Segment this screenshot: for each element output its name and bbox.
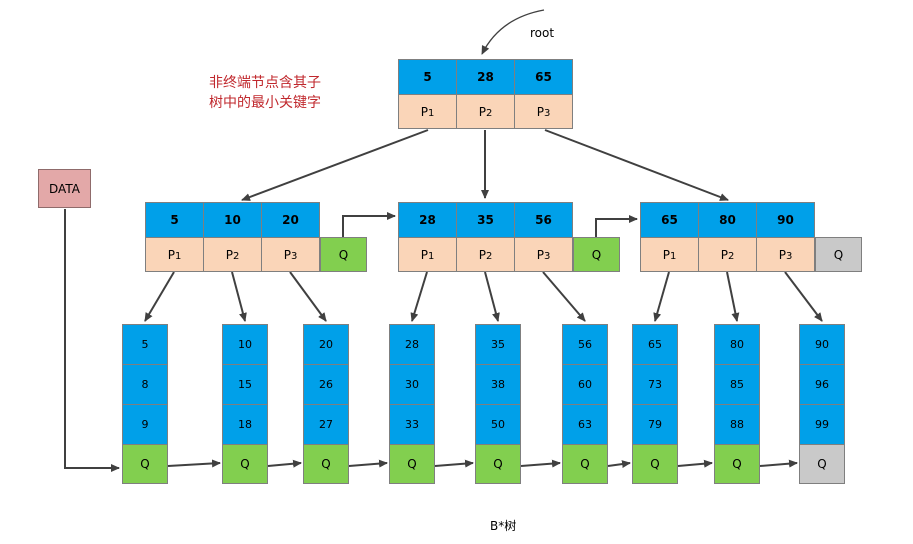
leaf-key-cell: 88 [714,404,760,445]
leaf-link-cell: Q [562,444,608,484]
pointer-to-leaf-arrow [542,271,586,322]
pointer-to-leaf-arrow [484,271,500,322]
root-to-child-arrow [544,129,729,201]
pointer-to-leaf-arrow [144,271,175,322]
internal-key-cell: 35 [456,202,515,238]
internal-key-cell: 10 [203,202,262,238]
leaf-link-cell: Q [122,444,168,484]
leaf-link-cell: Q [475,444,521,484]
pointer-to-leaf-arrow [231,271,247,322]
internal-key-cell: 90 [756,202,815,238]
leaf-key-cell: 28 [389,324,435,365]
root-pointer-arrow [481,9,545,55]
leaf-link-cell: Q [303,444,349,484]
leaf-key-cell: 65 [632,324,678,365]
leaf-key-cell: 26 [303,364,349,405]
leaf-key-cell: 30 [389,364,435,405]
internal-key-cell: 20 [261,202,320,238]
annotation-note: 非终端节点含其子 树中的最小关键字 [190,73,340,113]
leaf-chain-arrow [348,459,388,468]
pointer-to-leaf-arrow [784,271,823,322]
leaf-chain-arrow [434,459,474,468]
leaf-link-cell: Q [799,444,845,484]
leaf-key-cell: 33 [389,404,435,445]
leaf-key-cell: 9 [122,404,168,445]
leaf-key-cell: 27 [303,404,349,445]
diagram-caption: B*树 [490,519,517,533]
leaf-chain-arrow [267,459,302,468]
leaf-link-cell: Q [632,444,678,484]
leaf-key-cell: 79 [632,404,678,445]
leaf-key-cell: 15 [222,364,268,405]
pointer-to-leaf-arrow [289,271,327,322]
leaf-link-cell: Q [389,444,435,484]
leaf-key-cell: 20 [303,324,349,365]
leaf-chain-arrow [167,459,221,468]
root-key-cell: 65 [514,59,573,95]
leaf-key-cell: 85 [714,364,760,405]
pointer-to-leaf-arrow [653,271,670,322]
leaf-key-cell: 99 [799,404,845,445]
leaf-key-cell: 35 [475,324,521,365]
leaf-link-cell: Q [714,444,760,484]
leaf-chain-arrow [607,460,631,469]
internal-link-cell: Q [573,237,620,272]
leaf-key-cell: 5 [122,324,168,365]
leaf-key-cell: 80 [714,324,760,365]
root-key-cell: 5 [398,59,457,95]
root-label: root [530,26,555,40]
annotation-line-1: 非终端节点含其子 [209,75,321,91]
root-to-child-arrow [241,129,429,201]
leaf-key-cell: 50 [475,404,521,445]
leaf-key-cell: 63 [562,404,608,445]
leaf-key-cell: 90 [799,324,845,365]
leaf-key-cell: 73 [632,364,678,405]
leaf-key-cell: 56 [562,324,608,365]
pointer-to-leaf-arrow [726,271,740,322]
leaf-chain-arrow [677,459,713,468]
leaf-key-cell: 38 [475,364,521,405]
annotation-line-2: 树中的最小关键字 [209,95,321,111]
internal-link-cell: Q [815,237,862,272]
internal-key-cell: 80 [698,202,757,238]
leaf-key-cell: 18 [222,404,268,445]
internal-link-arrow [342,212,396,237]
leaf-chain-arrow [759,459,798,468]
data-entry-arrow [64,209,120,472]
pointer-to-leaf-arrow [410,271,428,322]
leaf-key-cell: 8 [122,364,168,405]
leaf-key-cell: 96 [799,364,845,405]
data-entry-box: DATA [38,169,91,208]
internal-key-cell: 5 [145,202,204,238]
internal-key-cell: 56 [514,202,573,238]
root-key-cell: 28 [456,59,515,95]
leaf-key-cell: 10 [222,324,268,365]
leaf-key-cell: 60 [562,364,608,405]
internal-key-cell: 28 [398,202,457,238]
internal-link-arrow [595,215,638,237]
leaf-chain-arrow [520,459,561,468]
internal-link-cell: Q [320,237,367,272]
leaf-link-cell: Q [222,444,268,484]
internal-key-cell: 65 [640,202,699,238]
